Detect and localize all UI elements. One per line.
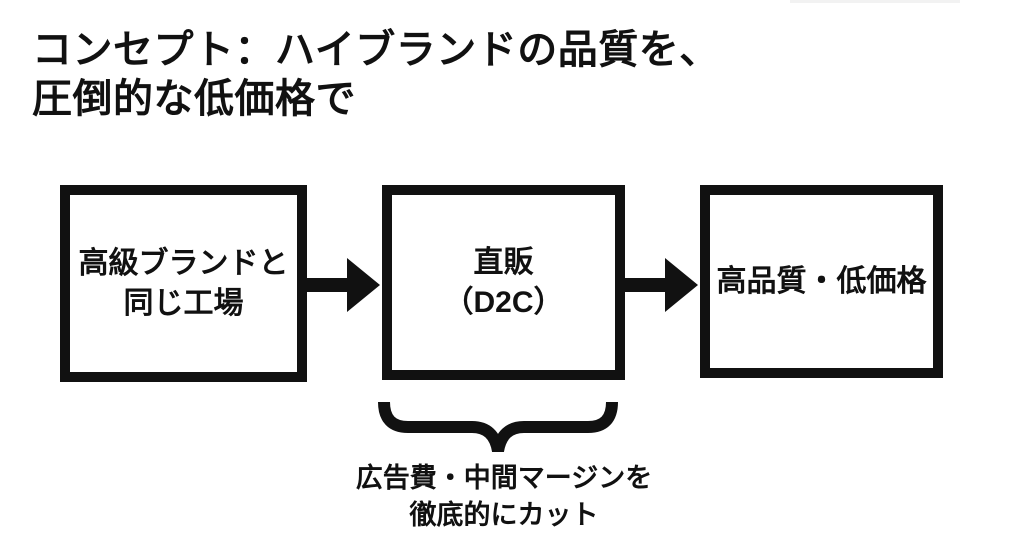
flow-box-d2c: 直販 （D2C） <box>382 185 625 380</box>
slide-title-line-2: 圧倒的な低価格で <box>32 77 356 121</box>
cropped-text-artifact <box>790 0 960 3</box>
flow-box-result: 高品質・低価格 <box>700 185 943 378</box>
brace-caption-line-2: 徹底的にカット <box>409 500 599 530</box>
brace-caption-line-1: 広告費・中間マージンを <box>355 463 653 493</box>
brace-caption: 広告費・中間マージンを 徹底的にカット <box>324 460 684 534</box>
flow-box-result-line-1: 高品質・低価格 <box>716 264 927 298</box>
flow-box-factory-line-1: 高級ブランドと <box>78 246 289 280</box>
flow-box-factory: 高級ブランドと 同じ工場 <box>60 185 307 382</box>
slide-title-line-1: コンセプト：ハイブランドの品質を、 <box>32 28 720 72</box>
slide-title: コンセプト：ハイブランドの品質を、 圧倒的な低価格で <box>32 26 720 124</box>
flow-box-d2c-line-2: （D2C） <box>443 285 564 319</box>
curly-underbrace-icon <box>378 401 618 453</box>
arrow-right-icon <box>625 258 698 312</box>
flow-box-factory-line-2: 同じ工場 <box>123 286 244 320</box>
arrow-right-icon <box>307 258 380 312</box>
flow-box-d2c-line-1: 直販 <box>473 245 534 279</box>
